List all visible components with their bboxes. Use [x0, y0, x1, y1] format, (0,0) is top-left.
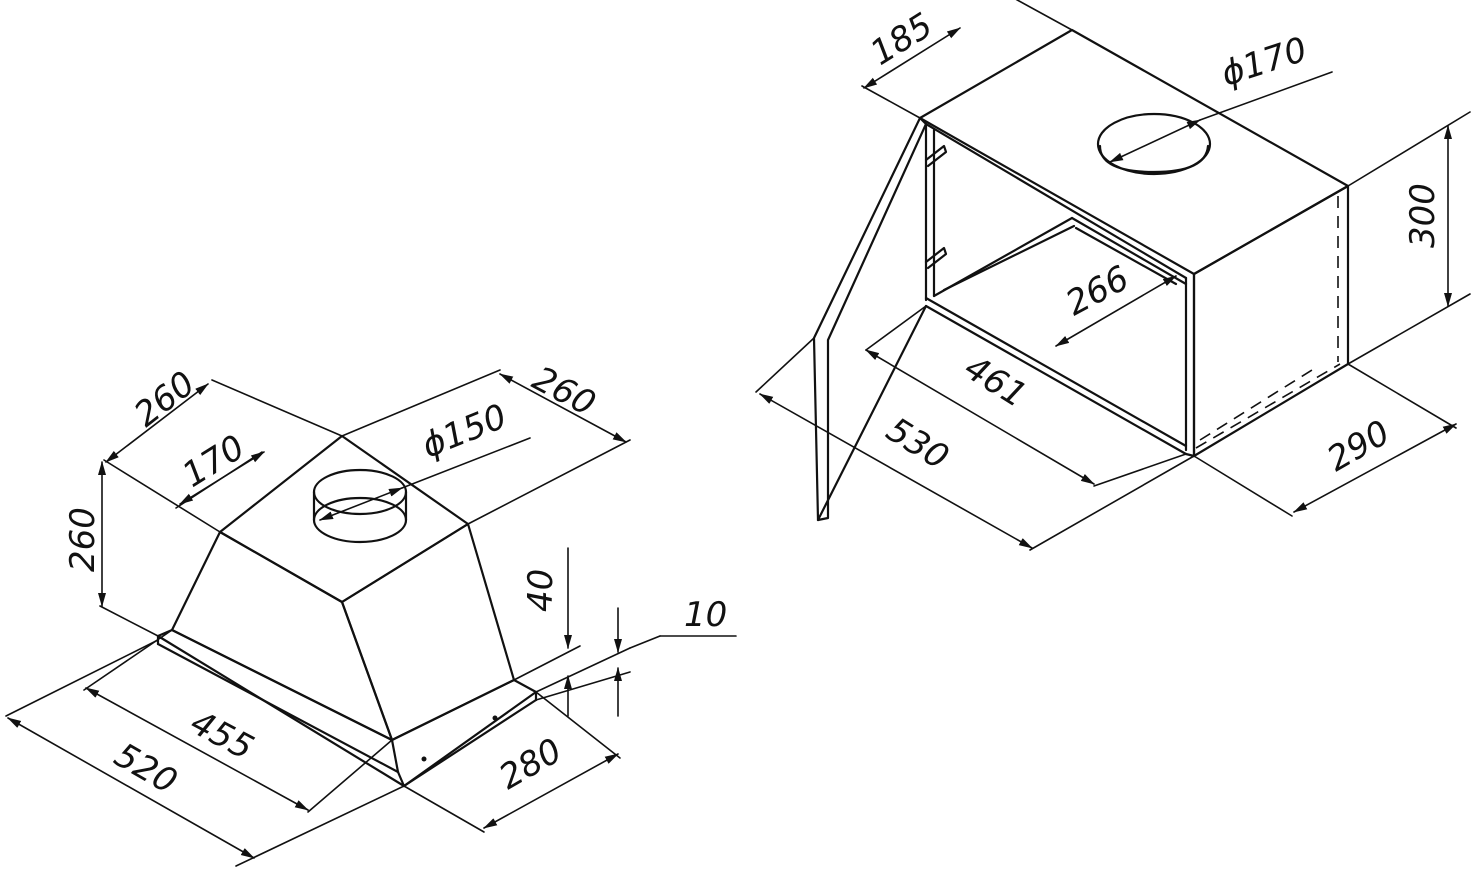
extension-line — [341, 369, 501, 437]
door-bottom-edge — [816, 304, 928, 522]
cabinet-shelf-edge — [1070, 216, 1188, 286]
base-edge — [156, 642, 400, 774]
extension-line — [865, 305, 927, 351]
extension-line — [103, 459, 221, 533]
hood-right-face — [340, 522, 516, 742]
extension-line — [211, 379, 343, 437]
dim-line-depth — [1293, 423, 1457, 513]
dim-line-depth-bottom — [483, 753, 619, 829]
base-edge — [396, 770, 406, 788]
dim-label-depth-top: 260 — [127, 364, 203, 435]
extension-line — [99, 605, 159, 637]
hood-duct-collar — [312, 468, 408, 544]
hood-unit: 260 170 ϕ150 260 260 40 10 455 520 280 — [5, 359, 737, 867]
extension-line — [1347, 111, 1471, 187]
dim-label-height: 300 — [1403, 183, 1443, 248]
extension-line — [467, 439, 631, 525]
extension-line — [755, 337, 815, 393]
cabinet-bottom-edge — [1184, 452, 1196, 458]
hidden-edge — [1195, 363, 1341, 449]
dim-label-inner-length: 455 — [184, 703, 260, 769]
cabinet-inner-edge — [924, 122, 1188, 280]
extension-line — [1347, 293, 1471, 365]
extension-line — [1015, 0, 1073, 31]
dim-label-cutout-depth: 266 — [1059, 258, 1135, 324]
cabinet-shelf-edge — [1074, 226, 1178, 286]
dim-line-duct — [319, 487, 403, 521]
leader-line — [629, 635, 661, 649]
extension-line — [1193, 455, 1293, 517]
extension-line — [403, 785, 485, 833]
hinge-top — [924, 144, 948, 168]
hidden-edge — [1199, 369, 1313, 441]
dim-label-offset: 185 — [864, 5, 940, 73]
dim-label-flange-height: 40 — [521, 569, 561, 612]
dim-label-thickness: 10 — [684, 595, 727, 635]
dim-line-side-depth — [499, 373, 627, 443]
dim-label-side-depth: 260 — [526, 359, 602, 425]
dim-line-total-width — [759, 393, 1033, 549]
cabinet-shelf-edge — [942, 224, 1076, 292]
dim-line-duct — [1109, 119, 1201, 163]
extension-line — [5, 639, 159, 717]
extension-line — [861, 85, 921, 119]
extension-line — [307, 739, 393, 813]
screw-hole — [421, 756, 427, 762]
extension-line — [235, 785, 405, 867]
dim-line-cutout-depth — [1055, 275, 1177, 347]
cabinet-duct-hole — [1096, 112, 1212, 176]
dim-label-total-width: 520 — [108, 735, 184, 802]
extension-line — [535, 691, 621, 759]
dim-label-duct-diameter: ϕ150 — [416, 397, 512, 467]
dim-label-inner-width: 170 — [176, 427, 252, 495]
dim-line-offset — [863, 27, 961, 89]
dim-line-depth-top — [105, 383, 209, 463]
extension-line — [1093, 453, 1187, 487]
duct-leader — [1199, 71, 1333, 121]
extension-line — [535, 647, 631, 693]
cabinet-unit: 185 ϕ170 300 266 461 530 290 — [755, 0, 1471, 551]
screw-hole — [492, 715, 498, 721]
duct-leader — [401, 437, 531, 489]
extension-line — [1347, 363, 1457, 429]
dim-line-total-width — [7, 717, 255, 859]
dim-label-depth: 290 — [1321, 413, 1397, 480]
dim-line-inner-width — [179, 451, 265, 505]
base-edge — [402, 698, 538, 788]
extension-line — [513, 645, 581, 681]
dim-label-inner-width: 461 — [957, 348, 1033, 416]
dim-label-height: 260 — [63, 507, 103, 572]
extension-line — [1029, 455, 1195, 551]
base-edge — [390, 738, 400, 774]
hinge-bottom — [924, 246, 948, 270]
cabinet-right-face — [1192, 184, 1350, 458]
extension-line — [83, 629, 173, 691]
